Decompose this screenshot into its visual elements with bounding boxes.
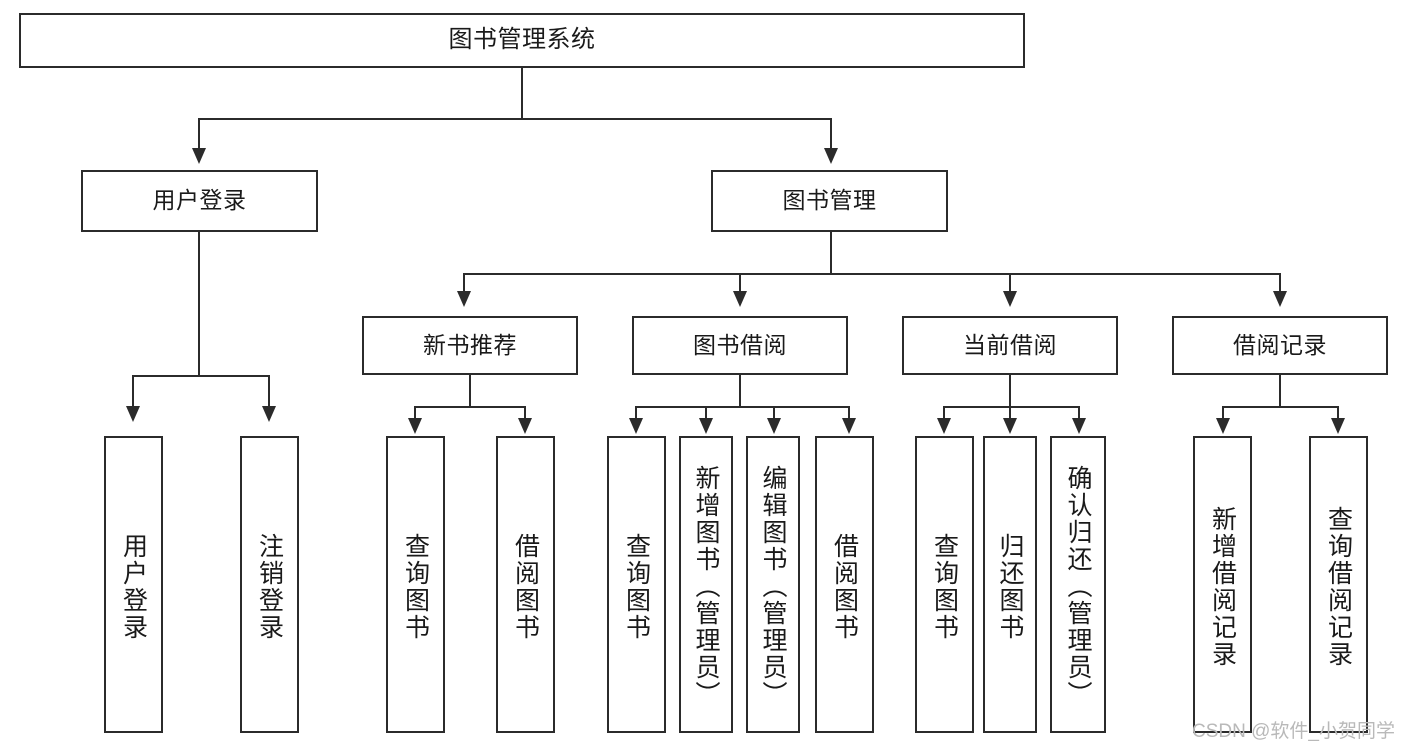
edge-new-book-bus xyxy=(414,406,526,408)
node-label: 图书借阅 xyxy=(693,331,787,358)
node-borrow-record[interactable]: 借阅记录 xyxy=(1172,316,1388,375)
edge-book-borrow-drop-4 xyxy=(848,406,850,420)
node-book-manage[interactable]: 图书管理 xyxy=(711,170,948,232)
arrow-to-new-book xyxy=(457,291,471,307)
arrow-to-leaf-user-login xyxy=(126,406,140,422)
node-new-book-recommend[interactable]: 新书推荐 xyxy=(362,316,578,375)
leaf-user-login[interactable]: 用户登录 xyxy=(104,436,163,733)
node-label: 当前借阅 xyxy=(963,331,1057,358)
edge-book-borrow-bus xyxy=(635,406,850,408)
arrow-to-leaf-bb-edit xyxy=(767,418,781,434)
arrow-to-leaf-nb-query xyxy=(408,418,422,434)
node-label: 新书推荐 xyxy=(423,331,517,358)
edge-user-login-drop-2 xyxy=(268,375,270,408)
node-label: 图书管理系统 xyxy=(448,26,596,54)
leaf-cb-confirm-return[interactable]: 确认归还（管理员） xyxy=(1050,436,1106,733)
leaf-bb-edit-book[interactable]: 编辑图书（管理员） xyxy=(746,436,800,733)
edge-user-login-drop-1 xyxy=(132,375,134,408)
node-label: 确认归还（管理员） xyxy=(1064,465,1092,708)
edge-current-borrow-drop-2 xyxy=(1009,406,1011,420)
edge-book-borrow-stem xyxy=(739,375,741,408)
node-book-borrow[interactable]: 图书借阅 xyxy=(632,316,848,375)
leaf-nb-query-book[interactable]: 查询图书 xyxy=(386,436,445,733)
edge-level3-drop-1 xyxy=(463,273,465,293)
node-label: 查询图书 xyxy=(930,532,959,641)
node-label: 查询图书 xyxy=(622,532,651,641)
arrow-to-leaf-bb-add xyxy=(699,418,713,434)
node-label: 借阅图书 xyxy=(830,532,859,641)
leaf-bb-query-book[interactable]: 查询图书 xyxy=(607,436,666,733)
leaf-br-add-record[interactable]: 新增借阅记录 xyxy=(1193,436,1252,733)
edge-current-borrow-bus xyxy=(943,406,1080,408)
node-label: 归还图书 xyxy=(996,532,1024,641)
edge-level3-drop-3 xyxy=(1009,273,1011,293)
node-label: 用户登录 xyxy=(119,532,148,641)
arrow-to-leaf-cb-query xyxy=(937,418,951,434)
node-user-login[interactable]: 用户登录 xyxy=(81,170,318,232)
edge-level2-drop-1 xyxy=(198,118,200,150)
leaf-logout[interactable]: 注销登录 xyxy=(240,436,299,733)
node-label: 注销登录 xyxy=(255,532,284,641)
arrow-to-borrow-record xyxy=(1273,291,1287,307)
arrow-to-book-manage xyxy=(824,148,838,164)
edge-new-book-drop-2 xyxy=(524,406,526,420)
edge-book-borrow-drop-2 xyxy=(705,406,707,420)
edge-book-borrow-drop-1 xyxy=(635,406,637,420)
edge-level3-bus xyxy=(463,273,1281,275)
edge-borrow-record-stem xyxy=(1279,375,1281,408)
arrow-to-current-borrow xyxy=(1003,291,1017,307)
arrow-to-leaf-cb-confirm xyxy=(1072,418,1086,434)
node-label: 借阅记录 xyxy=(1233,331,1327,358)
leaf-cb-return-book[interactable]: 归还图书 xyxy=(983,436,1037,733)
edge-new-book-stem xyxy=(469,375,471,408)
node-label: 新增借阅记录 xyxy=(1208,505,1237,668)
arrow-to-user-login xyxy=(192,148,206,164)
node-label: 图书管理 xyxy=(782,187,877,214)
arrow-to-leaf-bb-query xyxy=(629,418,643,434)
edge-book-borrow-drop-3 xyxy=(773,406,775,420)
node-current-borrow[interactable]: 当前借阅 xyxy=(902,316,1118,375)
arrow-to-leaf-logout xyxy=(262,406,276,422)
edge-level3-drop-2 xyxy=(739,273,741,293)
leaf-bb-borrow-book[interactable]: 借阅图书 xyxy=(815,436,874,733)
arrow-to-book-borrow xyxy=(733,291,747,307)
arrow-to-leaf-nb-borrow xyxy=(518,418,532,434)
node-label: 借阅图书 xyxy=(511,532,540,641)
edge-borrow-record-drop-1 xyxy=(1222,406,1224,420)
leaf-bb-add-book[interactable]: 新增图书（管理员） xyxy=(679,436,733,733)
node-root-system[interactable]: 图书管理系统 xyxy=(19,13,1025,68)
arrow-to-leaf-br-query xyxy=(1331,418,1345,434)
node-label: 用户登录 xyxy=(152,187,247,214)
edge-book-manage-stem xyxy=(830,232,832,274)
edge-new-book-drop-1 xyxy=(414,406,416,420)
edge-borrow-record-bus xyxy=(1222,406,1339,408)
node-label: 编辑图书（管理员） xyxy=(759,465,787,708)
leaf-br-query-record[interactable]: 查询借阅记录 xyxy=(1309,436,1368,733)
arrow-to-leaf-br-add xyxy=(1216,418,1230,434)
edge-current-borrow-drop-1 xyxy=(943,406,945,420)
arrow-to-leaf-bb-borrow xyxy=(842,418,856,434)
edge-user-login-stem xyxy=(198,232,200,376)
edge-current-borrow-stem xyxy=(1009,375,1011,408)
leaf-nb-borrow-book[interactable]: 借阅图书 xyxy=(496,436,555,733)
edge-level2-drop-2 xyxy=(830,118,832,150)
edge-level3-drop-4 xyxy=(1279,273,1281,293)
edge-root-stem xyxy=(521,68,523,119)
edge-borrow-record-drop-2 xyxy=(1337,406,1339,420)
node-label: 查询借阅记录 xyxy=(1324,505,1353,668)
arrow-to-leaf-cb-return xyxy=(1003,418,1017,434)
node-label: 查询图书 xyxy=(401,532,430,641)
edge-user-login-bus xyxy=(132,375,269,377)
leaf-cb-query-book[interactable]: 查询图书 xyxy=(915,436,974,733)
edge-level2-bus xyxy=(198,118,832,120)
edge-current-borrow-drop-3 xyxy=(1078,406,1080,420)
node-label: 新增图书（管理员） xyxy=(692,465,720,708)
